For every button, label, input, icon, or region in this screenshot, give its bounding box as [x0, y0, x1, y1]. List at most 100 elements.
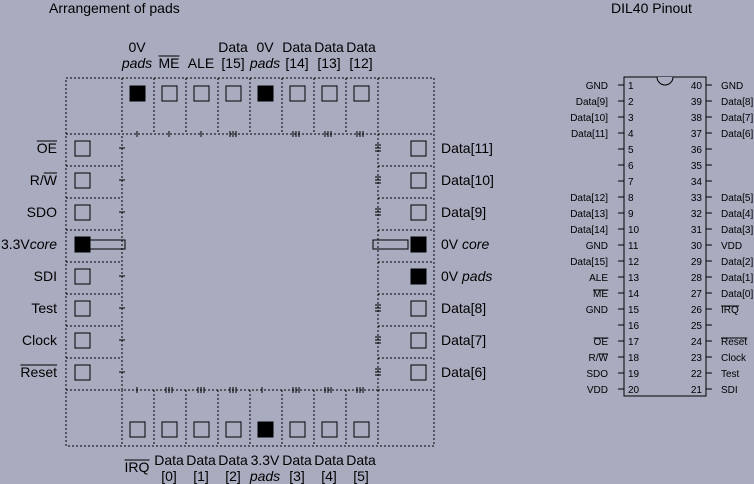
dil40-pin-number-left: 13 [628, 273, 640, 284]
left-pad-label: SDI [34, 268, 57, 284]
dil40-pin-name-left: OE [594, 337, 609, 348]
dil40-pin-number-right: 33 [691, 193, 703, 204]
dil40-pin-name-right: Reset [721, 337, 747, 348]
dil40-pin-number-left: 20 [628, 385, 640, 396]
top-pad [321, 85, 338, 102]
right-pad-label: Data[10] [441, 172, 494, 188]
left-pad-label: Clock [22, 332, 58, 348]
right-pad [410, 300, 427, 317]
right-pad [410, 268, 427, 285]
dil40-pin-number-left: 1 [628, 81, 634, 92]
dil40-pin-number-right: 38 [691, 113, 703, 124]
right-pad [410, 364, 427, 381]
bottom-pad-label-line1: Data [346, 452, 376, 468]
bottom-pad-label-line2: [1] [193, 468, 209, 484]
dil40-pin-name-left: GND [586, 241, 608, 252]
arrangement-title: Arrangement of pads [49, 0, 180, 16]
bottom-pad-label-line2: pads [249, 468, 280, 484]
dil40-pin-name-right: Data[3] [721, 225, 753, 236]
dil40-pin-number-right: 34 [691, 177, 703, 188]
top-pad-label-line2: ME [159, 55, 180, 71]
right-pad [410, 140, 427, 157]
top-pad [289, 85, 306, 102]
top-pad-label-line2: [14] [285, 55, 308, 71]
dil40-pin-number-left: 14 [628, 289, 640, 300]
right-pad [410, 204, 427, 221]
left-pad-label: SDO [27, 204, 57, 220]
dil40-pin-number-left: 16 [628, 321, 640, 332]
top-pad-label-line2: pads [121, 55, 152, 71]
dil40-pin-number-right: 21 [691, 385, 703, 396]
left-pad-label-main: 3.3V [1, 236, 30, 252]
bottom-pad [289, 421, 306, 438]
right-pad-label-main: 0V [441, 236, 462, 252]
right-pad [410, 236, 427, 253]
bottom-pad-label-line2: [5] [353, 468, 369, 484]
dil40-notch [656, 76, 674, 86]
bottom-pad [129, 421, 146, 438]
left-pad [74, 300, 91, 317]
left-pad [74, 332, 91, 349]
dil40-pin-number-left: 6 [628, 161, 634, 172]
dil40-pin-name-right: Data[0] [721, 289, 753, 300]
top-pad-label-line1: Data [282, 39, 312, 55]
bottom-pad-label-line2: [3] [289, 468, 305, 484]
bottom-pad-label-line1: Data [314, 452, 344, 468]
dil40-pin-number-right: 23 [691, 353, 703, 364]
left-pad [74, 140, 91, 157]
top-pad-label-line2: ALE [188, 55, 214, 71]
dil40-pin-name-right: Data[5] [721, 193, 753, 204]
top-pad-label-line1: Data [314, 39, 344, 55]
left-pad-label: Reset [20, 364, 57, 380]
dil40-pin-number-left: 8 [628, 193, 634, 204]
dil40-pin-number-left: 15 [628, 305, 640, 316]
dil40-pin-number-right: 30 [691, 241, 703, 252]
right-pad-label: Data[7] [441, 332, 486, 348]
dil40-pin-number-right: 39 [691, 97, 703, 108]
top-pad-label-line2: [12] [349, 55, 372, 71]
left-pad [74, 172, 91, 189]
dil40-pin-number-right: 24 [691, 337, 703, 348]
bottom-pad [193, 421, 210, 438]
top-pad [225, 85, 242, 102]
dil40-pin-name-left: ALE [589, 273, 608, 284]
dil40-pin-number-right: 35 [691, 161, 703, 172]
top-pad [161, 85, 178, 102]
bottom-pad-label-line1: Data [154, 452, 184, 468]
dil40-pin-number-right: 26 [691, 305, 703, 316]
dil40-pin-name-left: GND [586, 305, 608, 316]
dil40-pin-name-left: R/W [589, 353, 609, 364]
left-pad-label: R/W [30, 172, 58, 188]
dil40-pin-number-right: 27 [691, 289, 703, 300]
dil40-pin-number-left: 10 [628, 225, 640, 236]
left-pad-label-suffix: core [30, 236, 57, 252]
dil40-pin-name-right: Data[8] [721, 97, 753, 108]
dil40-pin-number-left: 3 [628, 113, 634, 124]
right-pad-label-main: 0V [441, 268, 462, 284]
inner-frame [121, 133, 379, 391]
left-pad-label: Test [31, 300, 57, 316]
left-pad-label: 3.3Vcore [1, 236, 57, 252]
dil40-pin-number-right: 37 [691, 129, 703, 140]
right-pad-label: Data[6] [441, 364, 486, 380]
left-pad [74, 236, 91, 253]
top-pad-label-line1: Data [346, 39, 376, 55]
right-pad-label: Data[9] [441, 204, 486, 220]
dil40-pin-number-left: 4 [628, 129, 634, 140]
dil40-pin-number-right: 28 [691, 273, 703, 284]
dil40-pin-number-right: 25 [691, 321, 703, 332]
dil40-pin-number-left: 2 [628, 97, 634, 108]
dil40-pin-name-right: Clock [721, 353, 747, 364]
bottom-pad [161, 421, 178, 438]
bottom-pad-label-line2: [2] [225, 468, 241, 484]
dil40-pin-name-left: ME [593, 289, 608, 300]
bottom-pad-label-line1: 3.3V [251, 452, 280, 468]
bottom-pad [225, 421, 242, 438]
core-supply-bar-right [372, 239, 409, 250]
dil40-pin-name-left: Data[9] [576, 97, 608, 108]
top-pad-label-line1: 0V [128, 39, 146, 55]
bottom-pad-label-line1: Data [282, 452, 312, 468]
dil40-pin-name-left: Data[13] [570, 209, 608, 220]
bottom-pad-label-line2: [4] [321, 468, 337, 484]
